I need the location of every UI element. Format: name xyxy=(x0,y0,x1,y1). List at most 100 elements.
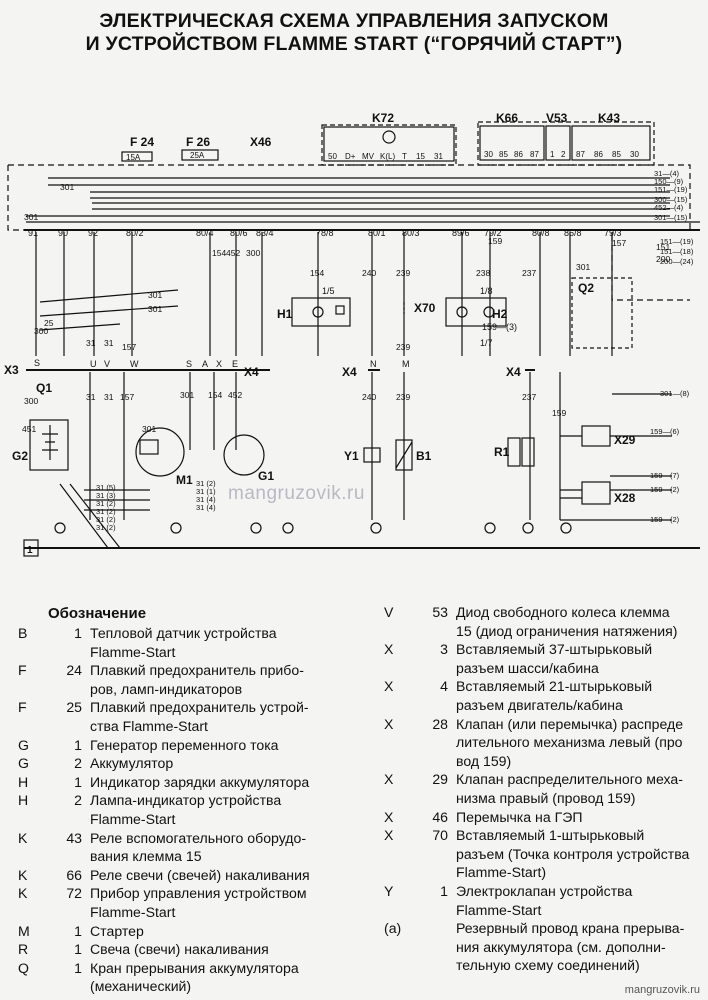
label-r1: R1 xyxy=(494,445,510,459)
cross-ref: 159—(2) xyxy=(650,485,680,494)
m1-ref: 31 (5) xyxy=(96,483,116,492)
k43-pin: 85 xyxy=(612,150,621,159)
m1-ref: 31 (4) xyxy=(196,495,216,504)
k72-pin: 15 xyxy=(416,152,425,161)
legend-letter: X xyxy=(384,715,394,732)
legend-letter: K xyxy=(18,866,28,883)
k66-pin: 85 xyxy=(499,150,508,159)
wire-label: 239 xyxy=(396,268,410,278)
k43-pin: 86 xyxy=(594,150,603,159)
label-x46: X46 xyxy=(250,135,272,149)
m1-ref: 31 (2) xyxy=(96,499,116,508)
legend-description: Аккумулятор xyxy=(90,755,174,772)
legend-letter: G xyxy=(18,755,29,772)
wire-label: 154 xyxy=(310,268,324,278)
bus-label: 80/8 xyxy=(532,228,550,238)
wire-label: 300 xyxy=(34,326,48,336)
legend-number: 1 xyxy=(74,922,82,939)
wire-label: 239 xyxy=(396,392,410,402)
legend-number: 1 xyxy=(74,625,82,641)
legend-letter: Y xyxy=(384,882,394,899)
legend-description: Реле свечи (свечей) накаливания xyxy=(90,866,310,883)
legend-letter: H xyxy=(18,792,29,809)
legend-description: Вставляемый 1-штырьковый разъем (Точка к… xyxy=(456,827,690,881)
legend-letter: Q xyxy=(18,959,29,976)
legend-description: Тепловой датчик устройства Flamme-Start xyxy=(90,625,277,660)
legend-letter: F xyxy=(18,699,27,716)
legend-number: 3 xyxy=(440,641,448,658)
cross-ref: 301—(15) xyxy=(654,213,688,222)
wire-label: 301 xyxy=(24,212,38,222)
legend-number: 1 xyxy=(74,736,82,753)
bus-label: 80/6 xyxy=(230,228,248,238)
k43-pin: 87 xyxy=(576,150,585,159)
wire-label: 157 xyxy=(120,392,134,402)
legend-description: Клапан распределительного меха- низма пр… xyxy=(456,771,683,806)
legend-letter: X xyxy=(384,641,394,658)
bus-label: 80/1 xyxy=(368,228,386,238)
legend-number: 43 xyxy=(66,829,82,846)
legend-letter: K xyxy=(18,885,28,902)
label-b1: B1 xyxy=(416,449,432,463)
bus-label: 80/2 xyxy=(126,228,144,238)
legend-letter: V xyxy=(384,604,394,620)
wire-label: 238 xyxy=(476,268,490,278)
h2-ref: 159—(3) xyxy=(482,322,517,332)
bus-label: 80/4 xyxy=(196,228,214,238)
k66-pin: 30 xyxy=(484,150,493,159)
label-x70: X70 xyxy=(414,301,436,315)
legend-number: 1 xyxy=(74,959,82,976)
k72-pin: 50 xyxy=(328,152,337,161)
cross-ref: 159—(7) xyxy=(650,471,680,480)
legend-description: Генератор переменного тока xyxy=(90,736,279,753)
legend-description: Кран прерывания аккумулятора (механическ… xyxy=(90,959,299,995)
watermark-text: mangruzovik.ru xyxy=(228,483,365,504)
wire-label: 25 xyxy=(44,318,54,328)
wire-label: 31 xyxy=(104,392,114,402)
wire-label: 301 xyxy=(142,424,156,434)
label-q1: Q1 xyxy=(36,381,52,395)
x4-pin: N xyxy=(370,359,377,369)
k72-pin: D+ xyxy=(345,152,356,161)
cross-ref: 150—(9) xyxy=(654,177,684,186)
k72-pin: T xyxy=(402,152,407,161)
wire-label: 452 xyxy=(228,390,242,400)
bus-label: 79/3 xyxy=(604,228,622,238)
legend-letter: R xyxy=(18,941,29,958)
cross-ref: 151—(19) xyxy=(654,185,688,194)
legend-letter: X xyxy=(384,678,394,695)
bus-label: 80/3 xyxy=(402,228,420,238)
wire-label: 31 xyxy=(86,338,96,348)
legend-letter: X xyxy=(384,808,394,825)
m1-ref: 31 (1) xyxy=(196,487,216,496)
label-x28: X28 xyxy=(614,491,636,505)
label-v53: V53 xyxy=(546,111,568,125)
label-g2: G2 xyxy=(12,449,28,463)
wire-label: 154 xyxy=(208,390,222,400)
legend-number xyxy=(414,919,456,975)
label-f24: F 24 xyxy=(130,135,154,149)
label-q2: Q2 xyxy=(578,281,594,295)
v53-pin: 1 xyxy=(550,150,555,159)
m1-ref: 31 (3) xyxy=(96,491,116,500)
wire-label: 159 xyxy=(488,236,502,246)
label-h2: H2 xyxy=(492,307,508,321)
legend-number: 1 xyxy=(74,773,82,790)
title-line-2: И УСТРОЙСТВОМ FLAMME START (“ГОРЯЧИЙ СТА… xyxy=(85,33,623,55)
h1-pin: 1/5 xyxy=(322,286,335,296)
cross-ref: 301—(8) xyxy=(660,389,690,398)
wire-label: 237 xyxy=(522,268,536,278)
wire-label: 300 xyxy=(246,248,260,258)
wire-label: 239 xyxy=(396,342,410,352)
h2-pin: 1/8 xyxy=(480,286,493,296)
cross-ref: 151—(18) xyxy=(660,247,694,256)
